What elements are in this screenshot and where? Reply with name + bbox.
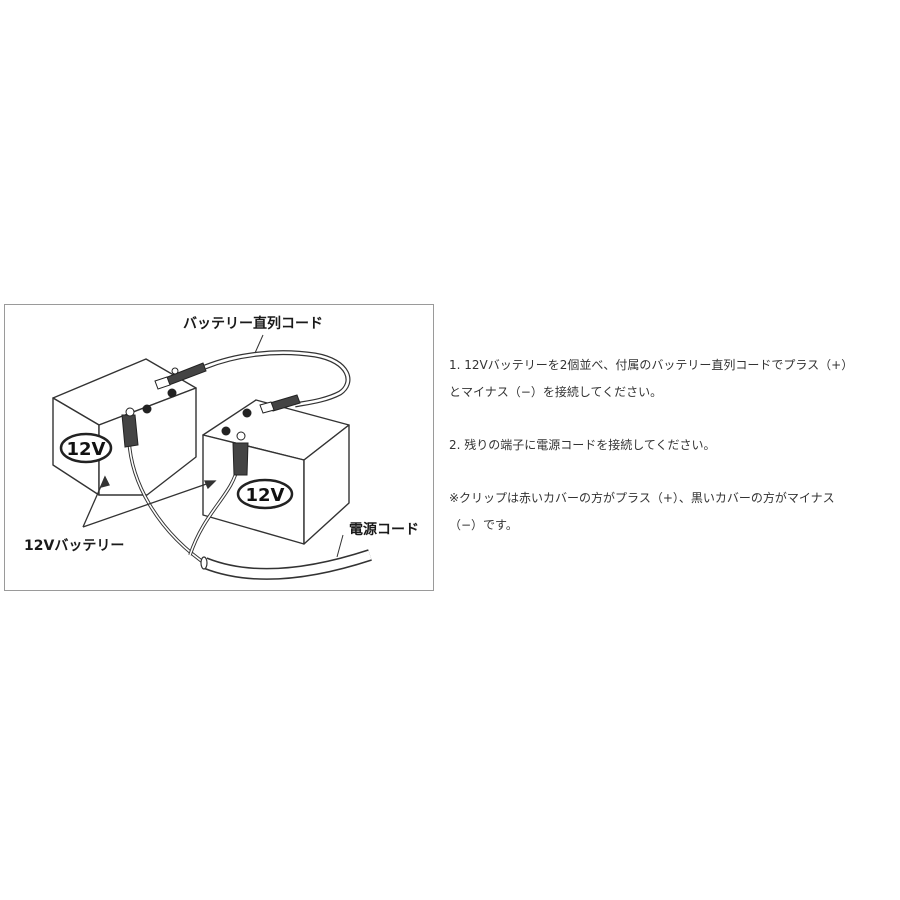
right-battery-side — [303, 424, 350, 545]
battery-connection-diagram: 12V 12V — [4, 304, 434, 591]
left-battery-plus-terminal — [167, 388, 177, 398]
instructions: 1. 12Vバッテリーを2個並べ、付属のバッテリー直列コードでプラス（+） とマ… — [449, 352, 899, 539]
right-12v-oval — [236, 478, 294, 510]
right-battery-minus-terminal — [221, 426, 231, 436]
left-battery-voltage: 12V — [67, 439, 106, 460]
note-line2: （−）です。 — [449, 518, 518, 532]
right-battery-plus-terminal — [242, 408, 252, 418]
step1-line2: とマイナス（−）を接続してください。 — [449, 385, 663, 399]
power-cord-label: 電源コード — [349, 522, 419, 538]
power-cord-clip-minus — [232, 431, 249, 476]
left-battery-side — [98, 387, 197, 496]
step1-line1: 1. 12Vバッテリーを2個並べ、付属のバッテリー直列コードでプラス（+） — [449, 358, 854, 372]
left-12v-oval — [59, 432, 113, 464]
series-cord-clip-minus — [259, 394, 301, 414]
left-battery-minus-terminal — [142, 404, 152, 414]
series-cord-label: バッテリー直列コード — [183, 316, 323, 332]
power-cord-clip-plus — [121, 407, 139, 448]
diagram-illustration: 12V 12V — [52, 334, 372, 580]
right-battery-voltage: 12V — [246, 485, 285, 506]
series-cord-clip-plus — [154, 362, 207, 390]
battery-label: 12Vバッテリー — [24, 538, 125, 554]
step2: 2. 残りの端子に電源コードを接続してください。 — [449, 438, 716, 452]
note-line1: ※クリップは赤いカバーの方がプラス（+）、黒いカバーの方がマイナス — [449, 491, 835, 505]
